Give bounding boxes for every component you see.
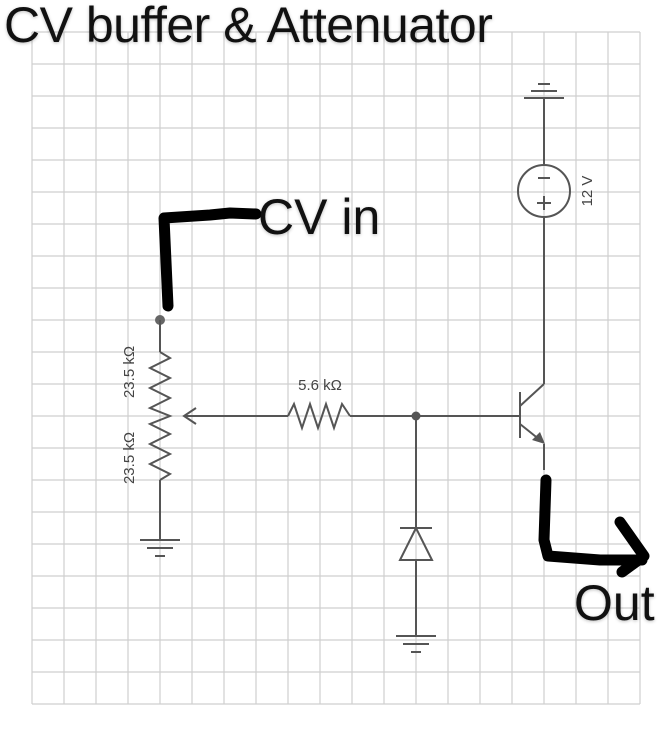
resistor-icon <box>287 400 351 432</box>
wiper-arrow-icon <box>182 407 197 425</box>
out-arrowhead-icon <box>614 516 650 578</box>
circuit <box>140 83 571 653</box>
pot-lower-label: 23.5 kΩ <box>121 432 138 484</box>
ground-symbol-diode <box>396 635 436 653</box>
potentiometer-icon <box>147 351 173 481</box>
resistor-label: 5.6 kΩ <box>298 377 342 394</box>
cv-in-arrow-stroke <box>158 207 262 312</box>
ground-symbol-pot <box>140 539 180 557</box>
out-arrow-stroke <box>538 474 648 566</box>
pot-upper-label: 23.5 kΩ <box>121 346 138 398</box>
handwritten-annotations <box>158 207 650 578</box>
grid <box>31 31 641 705</box>
out-label: Out <box>574 575 655 631</box>
cv-in-label: CV in <box>258 189 381 245</box>
supply-label: 12 V <box>579 176 596 207</box>
page-title: CV buffer & Attenuator <box>4 0 493 53</box>
npn-transistor-icon <box>519 383 545 470</box>
